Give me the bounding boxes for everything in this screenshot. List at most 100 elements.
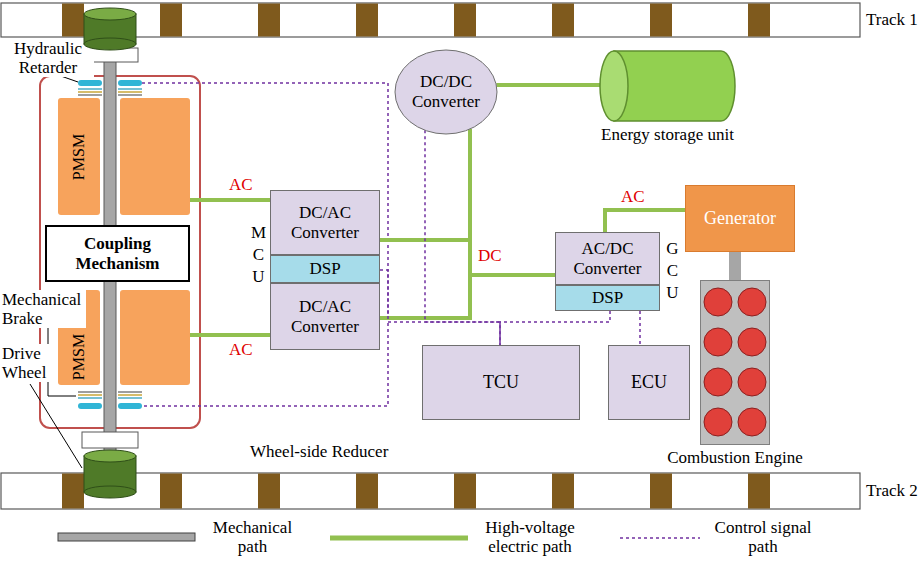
reducer-block — [82, 432, 138, 448]
sleeper — [650, 474, 672, 509]
brake-bar — [78, 403, 102, 409]
box-label: DC/AC Converter — [275, 297, 375, 336]
sleeper — [258, 4, 280, 37]
leader-line — [30, 384, 82, 468]
sleeper — [454, 4, 476, 37]
caption-label: Energy storage unit — [601, 125, 734, 145]
brake-stripe — [78, 394, 142, 396]
sleeper — [650, 4, 672, 37]
signal-label: AC — [228, 175, 254, 194]
converter-ellipse: DC/DC Converter — [395, 50, 497, 134]
drive-unit-outline — [40, 76, 200, 428]
retarder-stripe — [78, 91, 142, 93]
converter-box: DC/AC Converter — [270, 283, 380, 350]
drive-wheel — [84, 450, 136, 462]
converter-box: DC/AC Converter — [270, 190, 380, 255]
sleeper — [748, 474, 770, 509]
track-drawing — [0, 2, 862, 38]
motor-half — [120, 98, 190, 215]
track-label: Track 2 — [866, 481, 918, 501]
power-connector — [380, 129, 470, 318]
legend-label: High-voltage electric path — [476, 518, 584, 556]
brake-bar — [118, 403, 142, 409]
ellipse-shape — [395, 50, 497, 134]
part-label: Mechanical Brake — [2, 290, 86, 328]
mechanical-connector — [729, 252, 741, 280]
box-label: DC/AC Converter — [275, 203, 375, 242]
dsp-box: DSP — [555, 285, 660, 311]
part-label: Wheel-side Reducer — [250, 442, 388, 461]
control-connector — [425, 130, 500, 345]
sleeper — [356, 474, 378, 509]
coupling-box: Coupling Mechanism — [45, 225, 190, 282]
power-connector — [605, 210, 685, 232]
track-band — [1, 3, 860, 37]
retarder-stripe — [78, 94, 142, 96]
control-unit-box: ECU — [608, 345, 690, 420]
control-connector — [500, 311, 610, 345]
control-connector — [380, 270, 500, 345]
engine-drawing — [700, 280, 770, 445]
control-unit-box: TCU — [422, 345, 580, 420]
storage-cylinder: Energy storage unit — [600, 50, 735, 122]
sleeper — [454, 474, 476, 509]
brake-stripe — [78, 397, 142, 399]
engine-body — [701, 281, 770, 445]
sleeper — [356, 4, 378, 37]
cylinder-symbol — [704, 408, 732, 436]
unit-label: GCU — [664, 238, 681, 304]
power-connector — [496, 83, 600, 87]
sleeper — [160, 4, 182, 37]
sleeper — [258, 474, 280, 509]
cylinder-symbol — [738, 408, 766, 436]
box-label: DSP — [592, 288, 623, 308]
signal-label: AC — [620, 187, 646, 206]
generator-box: Generator — [685, 185, 795, 252]
part-label: Hydraulic Retarder — [2, 39, 94, 77]
cylinder-symbol — [704, 328, 732, 356]
track-band: Track 2 — [0, 472, 922, 510]
sleeper — [748, 4, 770, 37]
unit-label: MCU — [250, 222, 267, 288]
box-label: DSP — [309, 259, 340, 279]
track-band — [1, 473, 860, 509]
control-connector — [639, 311, 641, 345]
box-label: ECU — [631, 372, 667, 393]
sleeper — [62, 474, 84, 509]
cylinder-symbol — [738, 328, 766, 356]
retarder-bar — [78, 80, 102, 86]
storage-end — [600, 51, 628, 121]
box-label: DC/DC Converter — [407, 72, 485, 111]
legend-sample — [620, 537, 700, 539]
motor-half — [58, 98, 100, 215]
box-label: Coupling Mechanism — [51, 234, 184, 273]
cylinder-symbol — [738, 288, 766, 316]
caption-label: Combustion Engine — [667, 448, 803, 468]
brake-stripe — [78, 391, 142, 393]
cylinder-symbol — [738, 368, 766, 396]
signal-label: DC — [478, 246, 502, 265]
sleeper — [62, 4, 84, 37]
track-band: Track 1 — [0, 2, 922, 38]
sleeper — [552, 4, 574, 37]
track-drawing — [0, 472, 862, 510]
power-connector — [470, 129, 555, 275]
motor-half — [120, 290, 190, 385]
power-connector — [190, 333, 270, 337]
cylinder-symbol — [704, 368, 732, 396]
sleeper — [160, 474, 182, 509]
storage-drawing — [600, 50, 735, 122]
legend-sample — [330, 536, 468, 541]
cylinder-symbol — [704, 288, 732, 316]
signal-label: AC — [228, 340, 254, 359]
retarder-bar — [118, 80, 142, 86]
part-label: Drive Wheel — [2, 344, 58, 382]
legend-label: Control signal path — [706, 518, 820, 556]
motor-box: PMSM — [58, 98, 190, 215]
power-connector — [190, 198, 270, 202]
sleeper — [552, 474, 574, 509]
power-connector — [380, 240, 555, 275]
legend-sample — [58, 533, 195, 541]
motor-label: PMSM — [70, 133, 88, 179]
